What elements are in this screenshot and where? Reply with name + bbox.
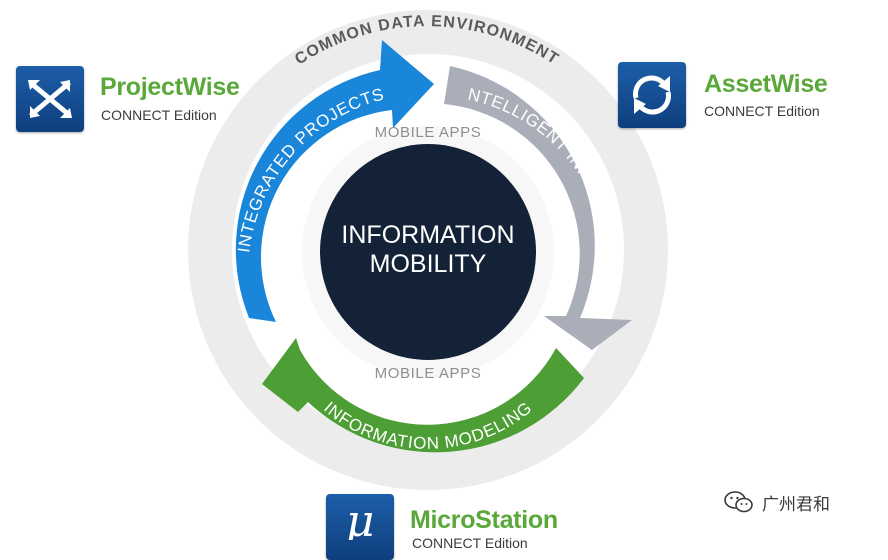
microstation-logo: μ [326,494,394,560]
projectwise-cross-arrows-icon [28,80,72,118]
intelligent-infrastructure-arrow [444,66,632,350]
information-mobility-diagram: COMMON DATA ENVIRONMENT INTEGRATED PROJE… [16,10,830,560]
wechat-icon [724,491,753,513]
integrated-projects-arrow [235,40,434,322]
diagram-canvas: COMMON DATA ENVIRONMENT INTEGRATED PROJE… [188,10,668,490]
watermark: 广州君和 [724,487,830,517]
center-label-line2: MOBILITY [370,250,487,278]
assetwise-name: AssetWise [704,70,828,98]
projectwise-edition: CONNECT Edition [101,107,217,123]
assetwise-cycle-arrows-icon [633,75,671,115]
projectwise-logo [16,66,84,132]
information-modeling-arrow [262,338,584,453]
microstation-name: MicroStation [410,506,558,534]
mobile-apps-top-label: MOBILE APPS [375,124,482,141]
center-label-line1: INFORMATION [341,221,514,249]
center-disk [320,144,536,360]
mobile-apps-bottom-label: MOBILE APPS [375,365,482,382]
assetwise-logo [618,62,686,128]
projectwise-name: ProjectWise [100,73,240,101]
svg-text:μ: μ [346,496,375,540]
common-data-environment-ring [188,10,668,490]
assetwise-edition: CONNECT Edition [704,103,820,119]
watermark-text: 广州君和 [762,494,830,515]
microstation-edition: CONNECT Edition [412,535,528,551]
microstation-mu-icon: μ [346,496,375,547]
